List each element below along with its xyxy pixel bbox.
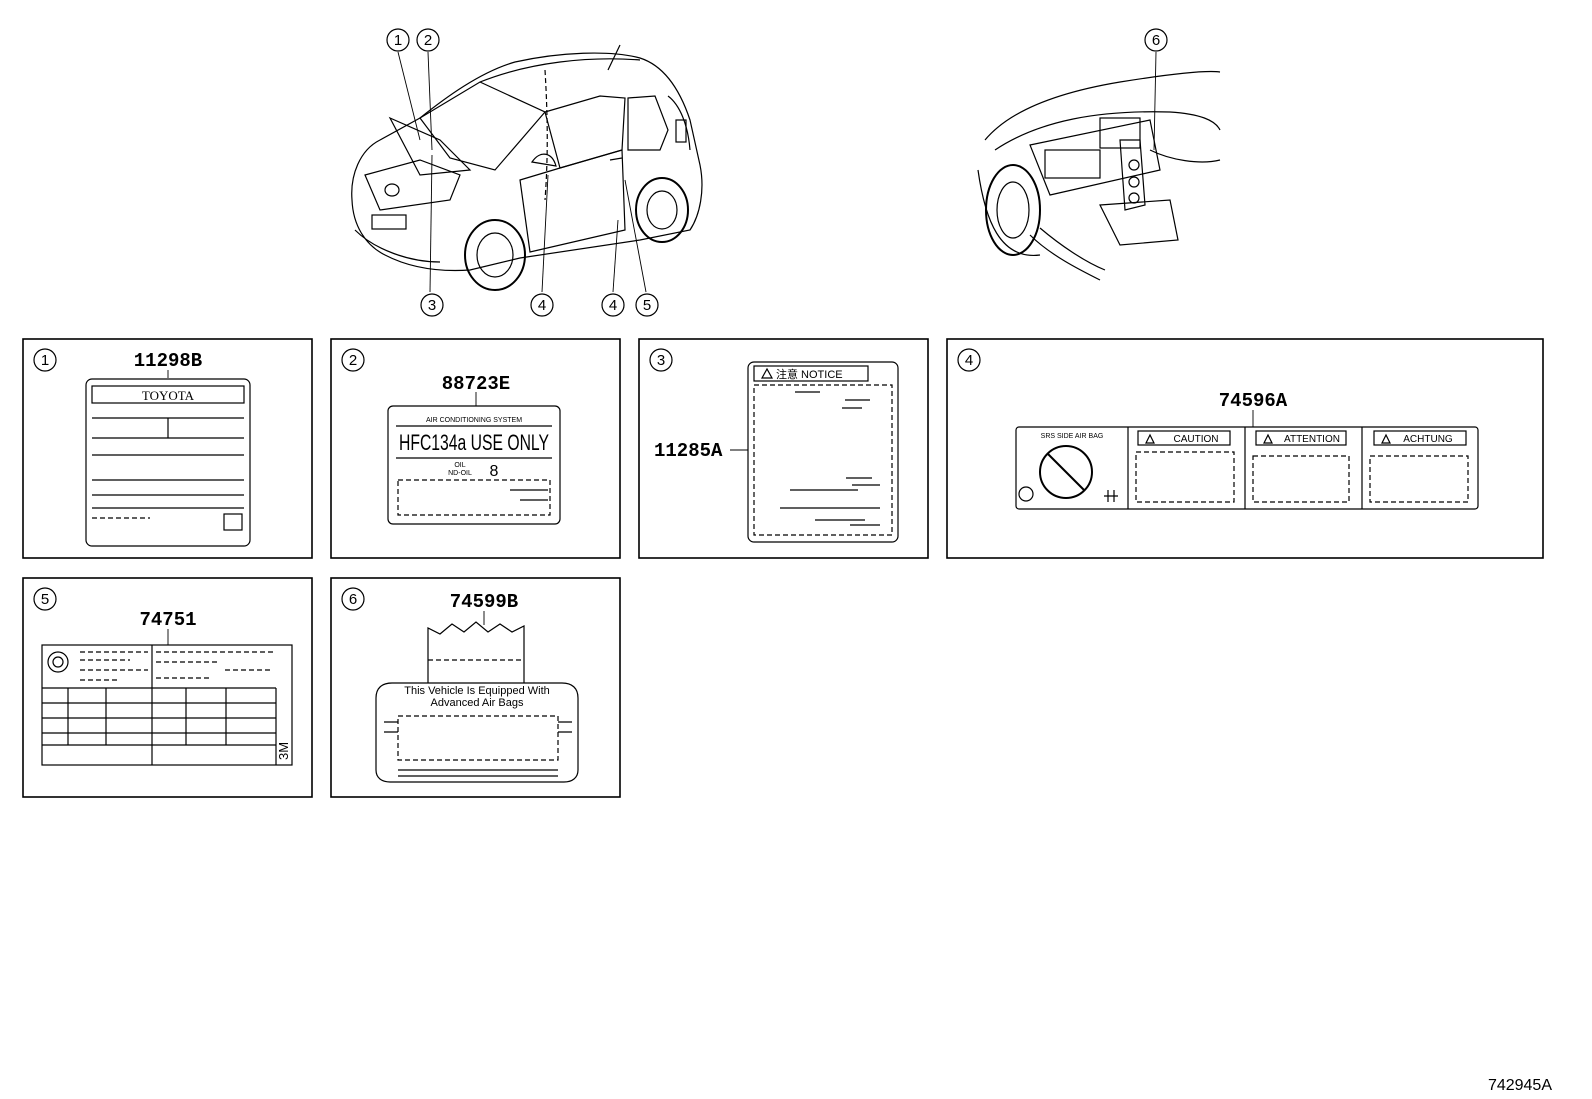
callout-1-top: 1: [386, 28, 410, 52]
warning-triangle-icon: [1381, 433, 1391, 444]
notice-header: 注意 NOTICE: [776, 367, 843, 381]
panel-3-notice-label: 3 11285A 注意 NOTICE: [638, 338, 929, 559]
panel-1-vehicle-label: 1 11298B TOYOTA: [22, 338, 313, 559]
warning-triangle-icon: [1145, 433, 1155, 444]
tire-icon: [47, 651, 69, 673]
svg-text:4: 4: [965, 352, 973, 369]
warning-triangle-icon: [1263, 433, 1273, 444]
svg-text:6: 6: [349, 591, 357, 608]
svg-text:3: 3: [657, 352, 665, 369]
panel-5-tire-label: 5 74751 3M: [22, 577, 313, 798]
svg-text:1: 1: [41, 352, 49, 369]
callout-4-bottom-a: 4: [530, 293, 554, 317]
svg-text:5: 5: [41, 591, 49, 608]
callout-6-top: 6: [1144, 28, 1168, 52]
hfc134a-text: HFC134a USE ONLY: [399, 430, 549, 455]
car-interior-illustration: [977, 51, 1221, 281]
svg-text:1: 1: [394, 32, 402, 49]
svg-text:2: 2: [424, 32, 432, 49]
part-number-74599B: 74599B: [450, 591, 518, 613]
airbag-line-1: This Vehicle Is Equipped With: [404, 685, 550, 697]
attention-text: ATTENTION: [1284, 434, 1340, 445]
srs-side-airbag-text: SRS SIDE AIR BAG: [1041, 433, 1104, 440]
car-exterior-illustration: [351, 44, 703, 293]
toyota-label-text: TOYOTA: [142, 388, 195, 403]
callout-2-top: 2: [416, 28, 440, 52]
part-number-74751: 74751: [139, 609, 196, 631]
figure-id: 742945A: [1488, 1077, 1552, 1094]
svg-text:OIL: OIL: [454, 462, 465, 469]
part-number-74596A: 74596A: [1219, 390, 1288, 412]
airbag-line-2: Advanced Air Bags: [431, 697, 524, 709]
callout-5-bottom: 5: [635, 293, 659, 317]
part-number-11285A: 11285A: [654, 440, 723, 462]
svg-text:8: 8: [490, 463, 499, 480]
callout-4-bottom-b: 4: [601, 293, 625, 317]
3m-mark: 3M: [276, 742, 291, 760]
part-number-11298B: 11298B: [134, 350, 202, 372]
svg-text:6: 6: [1152, 32, 1160, 49]
panel-6-airbag-label: 6 74599B This Vehicle Is Equipped With A…: [330, 577, 621, 798]
svg-text:4: 4: [609, 297, 617, 314]
svg-text:ND-OIL: ND-OIL: [448, 470, 472, 477]
svg-text:3: 3: [428, 297, 436, 314]
svg-text:4: 4: [538, 297, 546, 314]
panel-2-ac-label: 2 88723E AIR CONDITIONING SYSTEM HFC134a…: [330, 338, 621, 559]
no-child-seat-icon: [1039, 445, 1093, 499]
part-number-88723E: 88723E: [442, 373, 510, 395]
callout-3-bottom: 3: [420, 293, 444, 317]
achtung-text: ACHTUNG: [1403, 434, 1453, 445]
svg-text:5: 5: [643, 297, 651, 314]
ac-system-header: AIR CONDITIONING SYSTEM: [426, 417, 522, 424]
panel-4-srs-label: 4 74596A SRS SIDE AIR BAG CAUTION ATTENT…: [946, 338, 1544, 559]
svg-text:2: 2: [349, 352, 357, 369]
caution-text: CAUTION: [1174, 434, 1219, 445]
